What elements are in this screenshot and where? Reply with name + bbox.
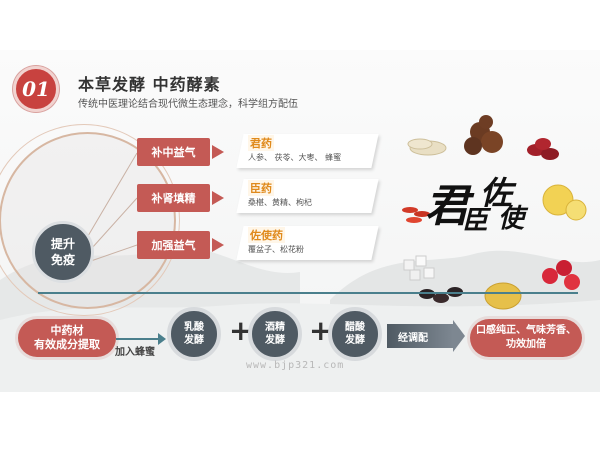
step-lactic-fermentation: 乳酸 发酵 bbox=[167, 307, 221, 361]
card-title-3: 佐使药 bbox=[248, 227, 285, 243]
outer-ring bbox=[0, 124, 180, 316]
plus-icon: + bbox=[229, 314, 253, 347]
center-circle-boost-immunity: 提升 免疫 bbox=[32, 221, 94, 283]
section-divider bbox=[38, 292, 578, 294]
slide-canvas: 01 本草发酵 中药酵素 传统中医理论结合现代微生态理念，科学组方配伍 提升 免… bbox=[0, 50, 600, 392]
page-title: 本草发酵 中药酵素 bbox=[78, 75, 221, 94]
herb-illustrations-lower bbox=[419, 282, 522, 310]
calligraphy-chen: 臣 bbox=[462, 206, 489, 236]
blend-arrow-label: 经调配 bbox=[398, 333, 428, 344]
arrow-right-icon bbox=[212, 238, 224, 252]
process-result: 口感纯正、气味芳香、 功效加倍 bbox=[470, 319, 582, 357]
card-text-2: 桑椹、黄精、枸杞 bbox=[248, 198, 312, 207]
herb-illustrations bbox=[402, 115, 587, 290]
card-text-1: 人参、 茯苓、大枣、 蜂蜜 bbox=[248, 153, 342, 162]
center-label: 提升 免疫 bbox=[50, 237, 75, 267]
branch-label-2: 补肾填精 bbox=[151, 192, 196, 205]
step-acetic-fermentation: 醋酸 发酵 bbox=[328, 307, 382, 361]
calligraphy-jun: 君 bbox=[425, 181, 469, 232]
connector-arrow-icon bbox=[116, 333, 166, 345]
card-title-2: 臣药 bbox=[248, 180, 274, 196]
process-start-label: 中药材 有效成分提取 bbox=[34, 324, 100, 351]
add-honey-note: 加入蜂蜜 bbox=[115, 347, 155, 358]
branch-pill-3: 加强益气 bbox=[137, 231, 210, 259]
process-result-label: 口感纯正、气味芳香、 功效加倍 bbox=[476, 325, 576, 350]
connector-lines bbox=[87, 152, 138, 263]
branch-label-1: 补中益气 bbox=[151, 146, 196, 159]
branch-pill-1: 补中益气 bbox=[137, 138, 210, 166]
step-alcohol-fermentation: 酒精 发酵 bbox=[248, 307, 302, 361]
step-alcohol-label: 酒精 发酵 bbox=[265, 322, 285, 346]
arrow-right-icon bbox=[212, 191, 224, 205]
blend-arrow bbox=[387, 320, 465, 352]
card-title-1: 君药 bbox=[248, 135, 274, 151]
card-text-3: 覆盆子、松花粉 bbox=[248, 245, 304, 254]
process-start: 中药材 有效成分提取 bbox=[18, 319, 116, 357]
branch-pill-2: 补肾填精 bbox=[137, 184, 210, 212]
step-acetic-label: 醋酸 发酵 bbox=[345, 322, 365, 346]
watermark: www.bjp321.com bbox=[246, 360, 345, 371]
calligraphy-zuo: 佐 bbox=[480, 174, 513, 212]
plus-icon: + bbox=[309, 314, 333, 347]
step-lactic-label: 乳酸 发酵 bbox=[184, 322, 204, 346]
page-subtitle: 传统中医理论结合现代微生态理念，科学组方配伍 bbox=[78, 99, 298, 110]
section-number-badge: 01 bbox=[13, 66, 59, 112]
arrow-right-icon bbox=[212, 145, 224, 159]
calligraphy-shi: 使 bbox=[498, 204, 525, 234]
branch-label-3: 加强益气 bbox=[151, 239, 196, 252]
